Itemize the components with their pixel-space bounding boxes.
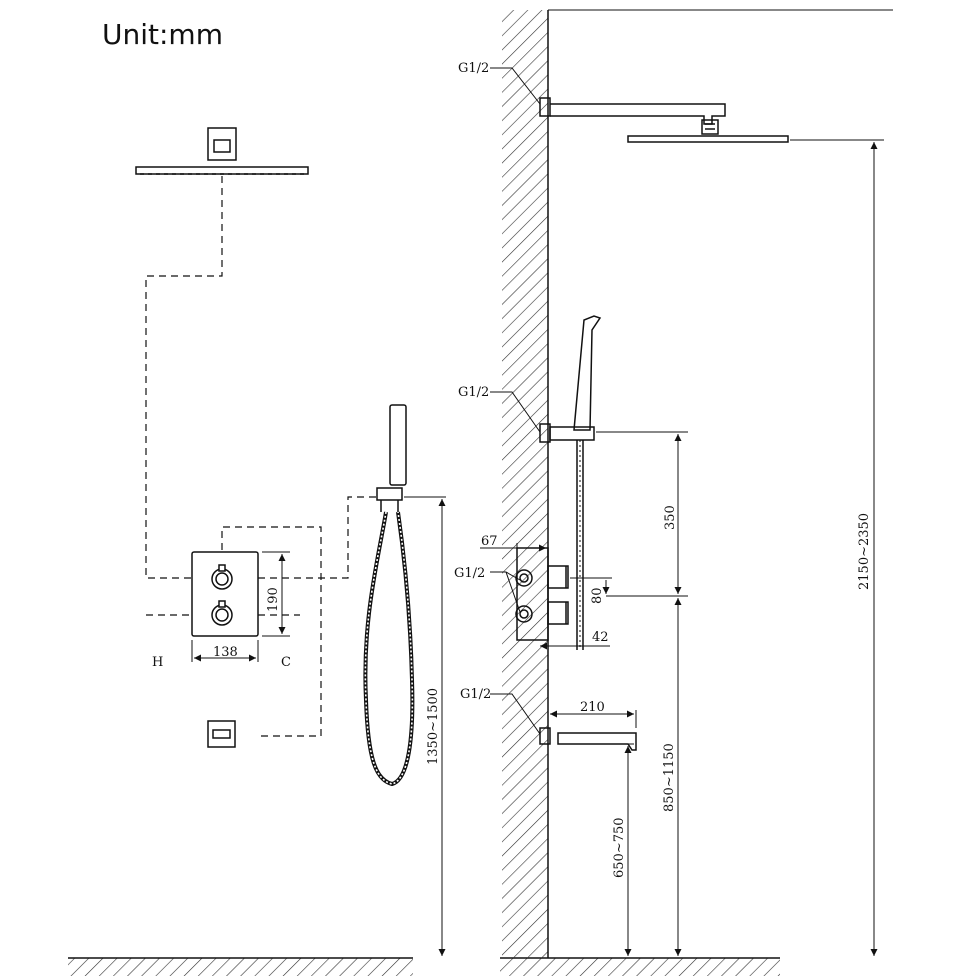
dim-slide-bar-height: 850~1150 xyxy=(662,743,677,812)
dim-valve-width: 138 xyxy=(213,645,238,660)
leader-rain-shower xyxy=(490,67,541,105)
hot-label: H xyxy=(152,655,163,670)
g12-label-rain-shower: G1/2 xyxy=(458,61,489,76)
dim-valve-front: 42 xyxy=(592,630,609,645)
unit-label: Unit:mm xyxy=(102,18,223,51)
dim-outlet-spacing: 80 xyxy=(590,587,605,604)
dim-valve-depth: 67 xyxy=(481,534,498,549)
dim-valve-height: 190 xyxy=(266,587,281,612)
front-tub-spout xyxy=(207,720,236,748)
dim-shower-head-height: 2150~2350 xyxy=(857,513,872,590)
side-shower-arm xyxy=(539,97,789,143)
cold-label: C xyxy=(281,655,291,670)
g12-label-valve: G1/2 xyxy=(454,566,485,581)
dim-hand-shower-height: 1350~1500 xyxy=(426,688,441,765)
floor-hatch-left xyxy=(68,958,413,976)
wall-hatch xyxy=(502,10,548,958)
side-slide-bar xyxy=(539,315,602,650)
g12-label-slide-bar: G1/2 xyxy=(458,385,489,400)
leader-spout xyxy=(490,693,541,735)
dim-slide-bar-span: 350 xyxy=(663,505,678,530)
dim-spout-height: 650~750 xyxy=(612,817,627,878)
concealed-pipes xyxy=(145,176,378,737)
g12-label-spout: G1/2 xyxy=(460,687,491,702)
front-rain-shower-head xyxy=(135,127,309,175)
side-tub-spout xyxy=(539,727,637,751)
leader-slide-bar xyxy=(490,391,541,433)
dim-spout-length: 210 xyxy=(580,700,605,715)
front-valve-plate xyxy=(191,551,259,637)
front-hand-shower xyxy=(363,404,415,787)
leader-valve-bottom xyxy=(505,571,521,613)
floor-hatch-right xyxy=(500,958,780,976)
